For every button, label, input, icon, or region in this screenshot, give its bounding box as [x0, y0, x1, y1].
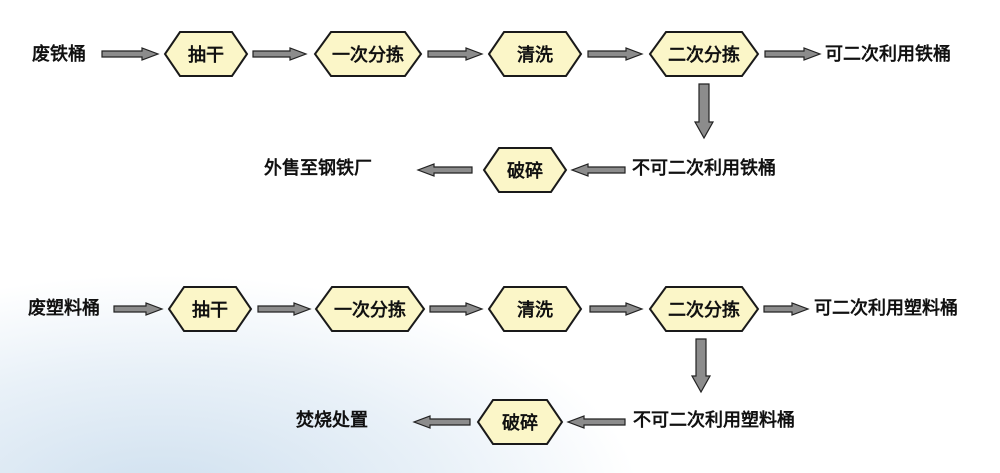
flow1-node-first-sort-label: 一次分拣	[332, 45, 404, 66]
arrow-f2-nonreusable-to-crush	[566, 415, 626, 429]
flow2-disposal-label: 焚烧处置	[296, 410, 368, 431]
arrow-f2-wash-to-sort2	[589, 302, 644, 316]
flow2-node-crush-label: 破碎	[502, 413, 538, 434]
flow1-node-first-sort: 一次分拣	[313, 30, 423, 78]
arrow-f2-crush-to-disposal	[412, 415, 471, 429]
arrow-f1-sort1-to-wash	[427, 47, 484, 61]
flow2-node-wash: 清洗	[487, 285, 583, 333]
arrow-f1-wash-to-sort2	[587, 47, 644, 61]
arrow-f2-drain-to-sort1	[257, 302, 312, 316]
arrow-f1-sort2-to-reusable	[764, 47, 822, 61]
arrow-f2-sort2-to-reusable	[763, 302, 810, 316]
flow2-node-drain-label: 抽干	[192, 300, 228, 321]
flow2-reusable-label: 可二次利用塑料桶	[814, 298, 958, 319]
flow1-input-label: 废铁桶	[32, 44, 86, 65]
flow1-node-wash: 清洗	[487, 30, 583, 78]
flow2-input-label: 废塑料桶	[28, 298, 100, 319]
flow1-reusable-label: 可二次利用铁桶	[825, 44, 951, 65]
flow1-disposal-label: 外售至钢铁厂	[264, 158, 372, 179]
flow2-node-second-sort: 二次分拣	[648, 285, 760, 333]
flow2-node-drain: 抽干	[167, 285, 253, 333]
flow2-node-first-sort: 一次分拣	[314, 285, 426, 333]
flow2-node-wash-label: 清洗	[517, 300, 553, 321]
flow2-node-second-sort-label: 二次分拣	[668, 300, 740, 321]
arrow-f1-input-to-drain	[101, 47, 160, 61]
flow1-node-crush: 破碎	[482, 146, 568, 194]
arrow-f1-nonreusable-to-crush	[570, 163, 626, 177]
flow1-non-reusable-label: 不可二次利用铁桶	[632, 158, 776, 179]
flow1-node-drain-label: 抽干	[188, 45, 224, 66]
arrow-f1-drain-to-sort1	[252, 47, 308, 61]
flow1-node-wash-label: 清洗	[517, 45, 553, 66]
arrow-f2-input-to-drain	[113, 302, 164, 316]
arrow-f1-crush-to-disposal	[416, 163, 473, 177]
flow1-node-drain: 抽干	[163, 30, 249, 78]
arrow-f2-sort1-to-wash	[429, 302, 484, 316]
flow1-node-second-sort: 二次分拣	[648, 30, 760, 78]
arrow-f1-sort2-down	[693, 83, 715, 140]
arrow-f2-sort2-down	[690, 338, 712, 394]
flow1-node-crush-label: 破碎	[507, 161, 543, 182]
flow1-node-second-sort-label: 二次分拣	[668, 45, 740, 66]
flow2-non-reusable-label: 不可二次利用塑料桶	[633, 410, 795, 431]
flow2-node-first-sort-label: 一次分拣	[334, 300, 406, 321]
flow2-node-crush: 破碎	[476, 398, 564, 446]
